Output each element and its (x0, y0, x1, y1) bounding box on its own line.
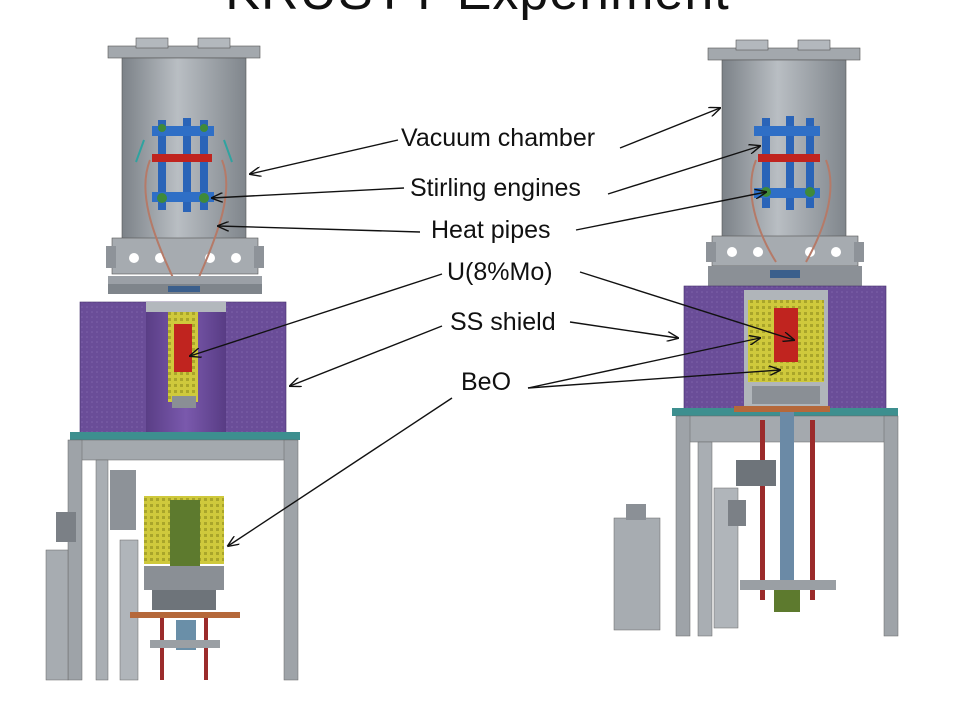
drive-shaft (780, 412, 794, 612)
left-assembly (45, 37, 300, 681)
label-vacuum-chamber: Vacuum chamber (401, 124, 596, 152)
platform-left (70, 432, 300, 440)
arrow-beo-right-top (527, 338, 760, 389)
label-beo: BeO (461, 368, 512, 396)
fuel-core-left (174, 324, 192, 372)
callout-arrows (190, 108, 794, 546)
arrow-heatpipes-left (218, 226, 421, 233)
port-left (135, 37, 169, 49)
top-flange (707, 47, 861, 61)
arrow-beo-left (228, 397, 453, 546)
arrow-stirling-right (607, 146, 760, 195)
stirling-engines-left (152, 118, 214, 212)
stirling-engines-right (754, 116, 820, 210)
side-port-left (106, 246, 116, 268)
port-right (197, 37, 231, 49)
top-flange (107, 45, 261, 59)
arrow-fuel-left (190, 273, 443, 356)
arrow-vacuum-left (250, 139, 399, 174)
control-cabinet (613, 517, 661, 631)
arrow-heatpipes-right (575, 192, 766, 231)
heat-pipes-left (144, 159, 228, 285)
heat-pipes-right (750, 159, 832, 263)
arrow-shield-right (569, 321, 678, 338)
label-fuel: U(8%Mo) (447, 258, 553, 286)
label-stirling-engines: Stirling engines (410, 174, 581, 202)
label-ss-shield: SS shield (450, 308, 556, 336)
arrow-stirling-left (212, 187, 405, 198)
label-heat-pipes: Heat pipes (431, 216, 551, 244)
arrow-fuel-right (579, 271, 794, 340)
port-hole (129, 253, 139, 263)
right-assembly (613, 39, 899, 637)
arrow-shield-left (290, 325, 443, 386)
port-hole (231, 253, 241, 263)
vacuum-chamber-body (721, 59, 847, 243)
side-port-right (254, 246, 264, 268)
arrow-vacuum-right (619, 108, 720, 149)
slide-title: KRUSTY Experiment (0, 0, 955, 22)
transition-plate (108, 276, 262, 284)
arrow-beo-right-bottom (527, 370, 780, 389)
